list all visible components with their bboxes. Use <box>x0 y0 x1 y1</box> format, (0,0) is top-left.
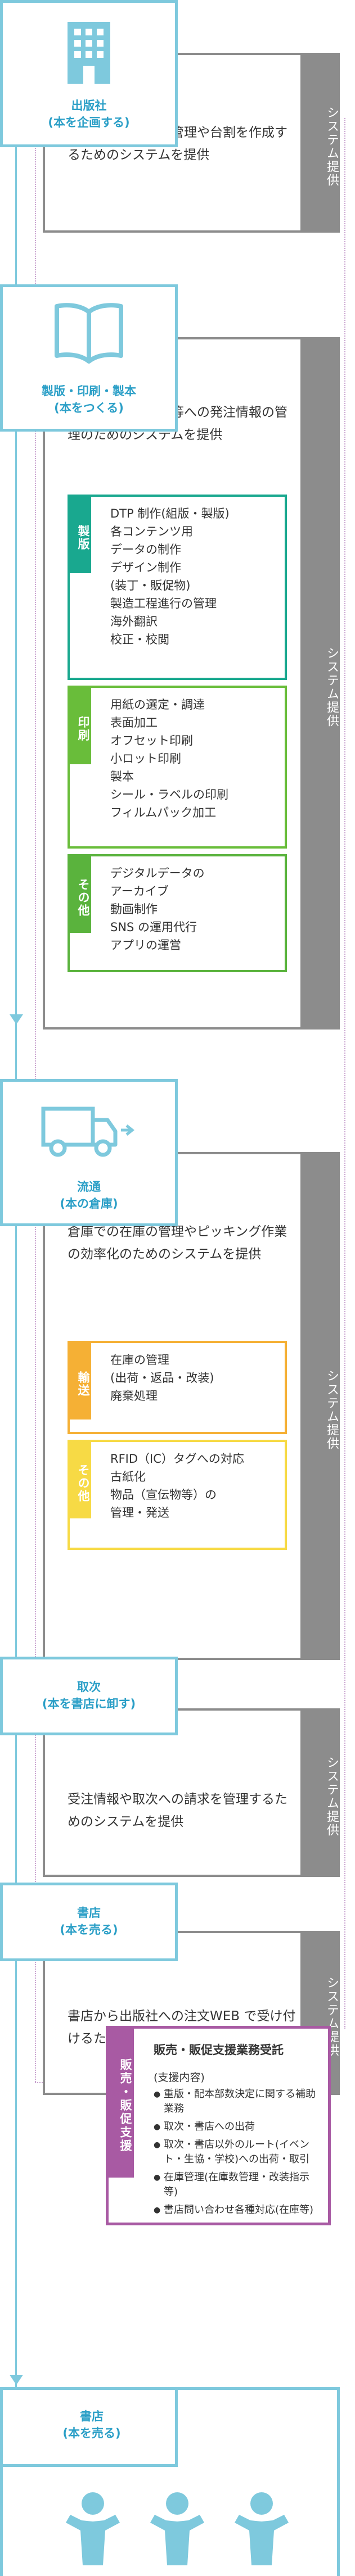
list-item: 古紙化 <box>110 1470 146 1484</box>
list-item: アプリの運営 <box>110 938 181 952</box>
category-print: 印刷 用紙の選定・調達 表面加工 オフセット印刷 小ロット印刷 製本 シール・ラ… <box>68 686 287 849</box>
list-item: 在庫の管理 <box>110 1353 169 1367</box>
dotted-connector-right <box>344 118 345 2029</box>
list-item: 各コンテンツ用 <box>110 525 193 538</box>
list-item: (装丁・販促物) <box>110 579 191 592</box>
truck-icon <box>41 1106 135 1157</box>
stage-wholesale: 取次 (本を書店に卸す) <box>0 1657 178 1735</box>
system-panel-distribution: システム提供 倉庫での在庫の管理やピッキング作業の効率化のためのシステムを提供 … <box>43 1152 340 1660</box>
list-item: SNS の運用代行 <box>110 920 197 934</box>
category-plate: 製版 DTP 制作(組版・製版) 各コンテンツ用 データの制作 デザイン制作 (… <box>68 495 287 680</box>
system-tab: システム提供 <box>300 1931 340 2095</box>
list-item: 動画制作 <box>110 902 158 916</box>
category-other: その他 デジタルデータの アーカイブ 動画制作 SNS の運用代行 アプリの運営 <box>68 854 287 972</box>
stage-label: 流通 (本の倉庫) <box>60 1180 118 1210</box>
category-tag: その他 <box>68 854 91 933</box>
people-icon <box>66 2492 289 2565</box>
list-item: 製造工程進行の管理 <box>110 597 217 610</box>
system-text: 倉庫での在庫の管理やピッキング作業の効率化のためのシステムを提供 <box>68 1224 287 1262</box>
list-item: 校正・校閲 <box>110 633 169 646</box>
list-item: 製本 <box>110 770 134 783</box>
sales-support-box: 販売・販促支援 販売・販促支援業務受託 (支援内容) 重版・配本部数決定に関する… <box>106 2026 331 2225</box>
list-item: 管理・発送 <box>110 1506 169 1520</box>
system-panel-wholesale: システム提供 受注情報や取次への請求を管理するためのシステムを提供 <box>43 1708 340 1877</box>
flow-arrow-2 <box>10 2375 23 2385</box>
list-item: 物品（宣伝物等）の <box>110 1488 217 1502</box>
list-item: 小ロット印刷 <box>110 752 181 765</box>
list-item: 表面加工 <box>110 716 158 729</box>
list-item: デザイン制作 <box>110 561 181 574</box>
system-tab: システム提供 <box>300 337 340 1030</box>
stage-bookstore: 書店 (本を売る) <box>0 1883 178 1961</box>
system-panel-printing: システム提供 部数情報や印刷所等への発注情報の管理のためのシステムを提供 製版 … <box>43 337 340 1030</box>
list-item: 取次・書店への出荷 <box>154 2120 322 2134</box>
list-item: RFID（IC）タグへの対応 <box>110 1452 244 1466</box>
stage-printing: 製版・印刷・製本 (本をつくる) <box>0 284 178 432</box>
list-item: シール・ラベルの印刷 <box>110 788 228 801</box>
sales-support-title: 販売・販促支援業務受託 <box>154 2043 284 2057</box>
stage-distribution: 流通 (本の倉庫) <box>0 1079 178 1226</box>
category-tag: 輸送 <box>68 1341 91 1419</box>
category-other: その他 RFID（IC）タグへの対応 古紙化 物品（宣伝物等）の 管理・発送 <box>68 1440 287 1550</box>
list-item: 在庫管理(在庫数管理・改装指示等) <box>154 2170 322 2199</box>
stage-label: 取次 (本を書店に卸す) <box>42 1680 136 1711</box>
sales-support-tab: 販売・販促支援 <box>106 2026 134 2178</box>
book-icon <box>55 303 123 364</box>
stage-publisher: 出版社 (本を企画する) <box>0 0 178 147</box>
sales-support-subtitle: (支援内容) <box>154 2071 205 2084</box>
list-item: 廃棄処理 <box>110 1389 158 1403</box>
flow-arrow-1 <box>10 1014 23 1024</box>
list-item: フィルムパック加工 <box>110 806 217 819</box>
category-tag: 製版 <box>68 495 91 573</box>
list-item: アーカイブ <box>110 885 169 898</box>
list-item: 用紙の選定・調達 <box>110 698 205 711</box>
system-tab: システム提供 <box>300 53 340 233</box>
list-item: デジタルデータの <box>110 867 205 880</box>
list-item: オフセット印刷 <box>110 734 193 747</box>
stage-label: 書店 (本を売る) <box>60 1906 118 1936</box>
category-tag: 印刷 <box>68 686 91 764</box>
building-icon <box>68 22 110 84</box>
list-item: 書店問い合わせ各種対応(在庫等) <box>154 2203 322 2217</box>
list-item: DTP 制作(組版・製版) <box>110 507 230 520</box>
list-item: 重版・配本部数決定に関する補助業務 <box>154 2087 322 2116</box>
category-tag: その他 <box>68 1440 91 1518</box>
stage-final-header <box>0 2387 178 2467</box>
list-item: データの制作 <box>110 543 181 556</box>
system-text: 受注情報や取次への請求を管理するためのシステムを提供 <box>68 1792 287 1829</box>
list-item: 取次・書店以外のルート(イベント・生協・学校)への出荷・取引 <box>154 2138 322 2167</box>
stage-label: 出版社 (本を企画する) <box>48 99 130 129</box>
category-transport: 輸送 在庫の管理 (出荷・返品・改装) 廃棄処理 <box>68 1341 287 1434</box>
stage-final: 書店 (本を売る) <box>0 2387 340 2576</box>
list-item: 海外翻訳 <box>110 615 158 628</box>
stage-label: 書店 (本を売る) <box>62 2410 121 2440</box>
system-tab: システム提供 <box>300 1708 340 1877</box>
stage-label: 製版・印刷・製本 (本をつくる) <box>42 384 136 415</box>
list-item: (出荷・返品・改装) <box>110 1371 214 1385</box>
system-tab: システム提供 <box>300 1152 340 1660</box>
